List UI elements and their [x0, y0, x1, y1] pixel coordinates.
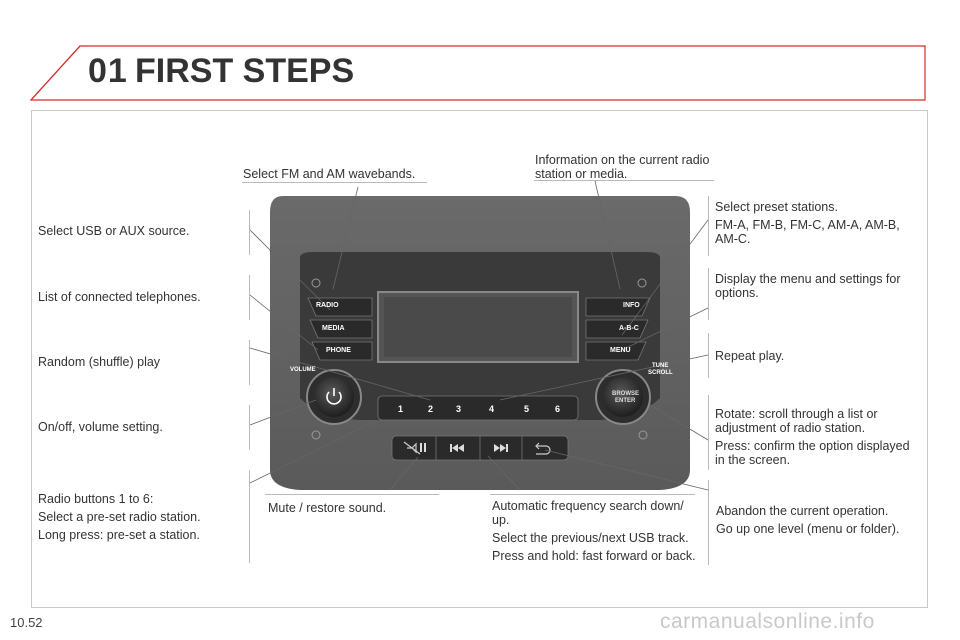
mute-annotation: Mute / restore sound.	[268, 501, 387, 515]
preset-2-label: 2	[428, 404, 434, 414]
top-bracket-1	[242, 182, 427, 183]
watermark: carmanualsonline.info	[660, 610, 875, 633]
phone-button-label: PHONE	[326, 347, 351, 354]
right-bracket-2	[708, 268, 709, 320]
right-bracket-4	[708, 395, 709, 470]
abandon-line-1: Abandon the current operation.	[716, 504, 889, 518]
menu-button-label: MENU	[610, 347, 631, 354]
preset-stations-line-2: FM-A, FM-B, FM-C, AM-A, AM-B, AM-C.	[715, 218, 900, 246]
preset-6-label: 6	[555, 404, 561, 414]
presets-line-3: Long press: pre-set a station.	[38, 528, 200, 542]
radio-button-label: RADIO	[316, 302, 339, 309]
search-annotation: Automatic frequency search down/ up. Sel…	[492, 499, 697, 567]
top-bracket-2	[534, 180, 714, 181]
preset-3-label: 3	[456, 404, 462, 414]
left-bracket-5	[249, 470, 250, 563]
presets-line-1: Radio buttons 1 to 6:	[38, 492, 154, 506]
search-line-2: Select the previous/next USB track.	[492, 531, 689, 545]
preset-stations-line-1: Select preset stations.	[715, 200, 838, 214]
bottom-bracket-1	[265, 494, 439, 495]
left-bracket-1	[249, 210, 250, 255]
usb-annotation: Select USB or AUX source.	[38, 224, 190, 238]
left-bracket-2	[249, 275, 250, 320]
info-button-label: INFO	[623, 302, 640, 309]
chapter-number: 01	[88, 52, 128, 90]
volume-label: VOLUME	[290, 367, 316, 373]
media-button-label: MEDIA	[322, 325, 345, 332]
info-annotation: Information on the current radio station…	[535, 153, 710, 181]
shuffle-annotation: Random (shuffle) play	[38, 355, 161, 369]
tune-label: TUNE	[652, 363, 669, 369]
left-bracket-4	[249, 405, 250, 450]
preset-1-label: 1	[398, 404, 404, 414]
header-bar	[30, 45, 926, 101]
abandon-line-2: Go up one level (menu or folder).	[716, 522, 900, 536]
scroll-label: SCROLL	[648, 370, 673, 376]
right-bracket-3	[708, 333, 709, 378]
left-bracket-3	[249, 340, 250, 385]
bottom-bracket-2	[490, 494, 695, 495]
abc-button-label: A-B-C	[619, 325, 639, 332]
preset-4-label: 4	[489, 404, 495, 414]
page-number: 10.52	[10, 615, 43, 630]
menu-annotation: Display the menu and settings for option…	[715, 272, 901, 300]
browse-label: BROWSE	[612, 391, 639, 397]
onoff-annotation: On/off, volume setting.	[38, 420, 163, 434]
rotate-line-1: Rotate: scroll through a list or adjustm…	[715, 407, 878, 435]
right-bracket-5	[708, 480, 709, 565]
search-line-1: Automatic frequency search down/ up.	[492, 499, 684, 527]
bands-annotation: Select FM and AM wavebands.	[243, 167, 416, 181]
right-bracket-1	[708, 196, 709, 256]
repeat-annotation: Repeat play.	[715, 349, 785, 363]
search-line-3: Press and hold: fast forward or back.	[492, 549, 696, 563]
rotate-annotation: Rotate: scroll through a list or adjustm…	[715, 407, 920, 471]
content-frame	[31, 110, 928, 608]
preset-5-label: 5	[524, 404, 530, 414]
presets-annotation: Radio buttons 1 to 6: Select a pre-set r…	[38, 492, 248, 546]
presets-line-2: Select a pre-set radio station.	[38, 510, 201, 524]
page-title: FIRST STEPS	[135, 52, 355, 90]
preset-stations-annotation: Select preset stations. FM-A, FM-B, FM-C…	[715, 200, 915, 250]
rotate-line-2: Press: confirm the option displayed in t…	[715, 439, 910, 467]
enter-label: ENTER	[615, 398, 636, 404]
phones-annotation: List of connected telephones.	[38, 290, 201, 304]
abandon-annotation: Abandon the current operation. Go up one…	[716, 504, 921, 540]
